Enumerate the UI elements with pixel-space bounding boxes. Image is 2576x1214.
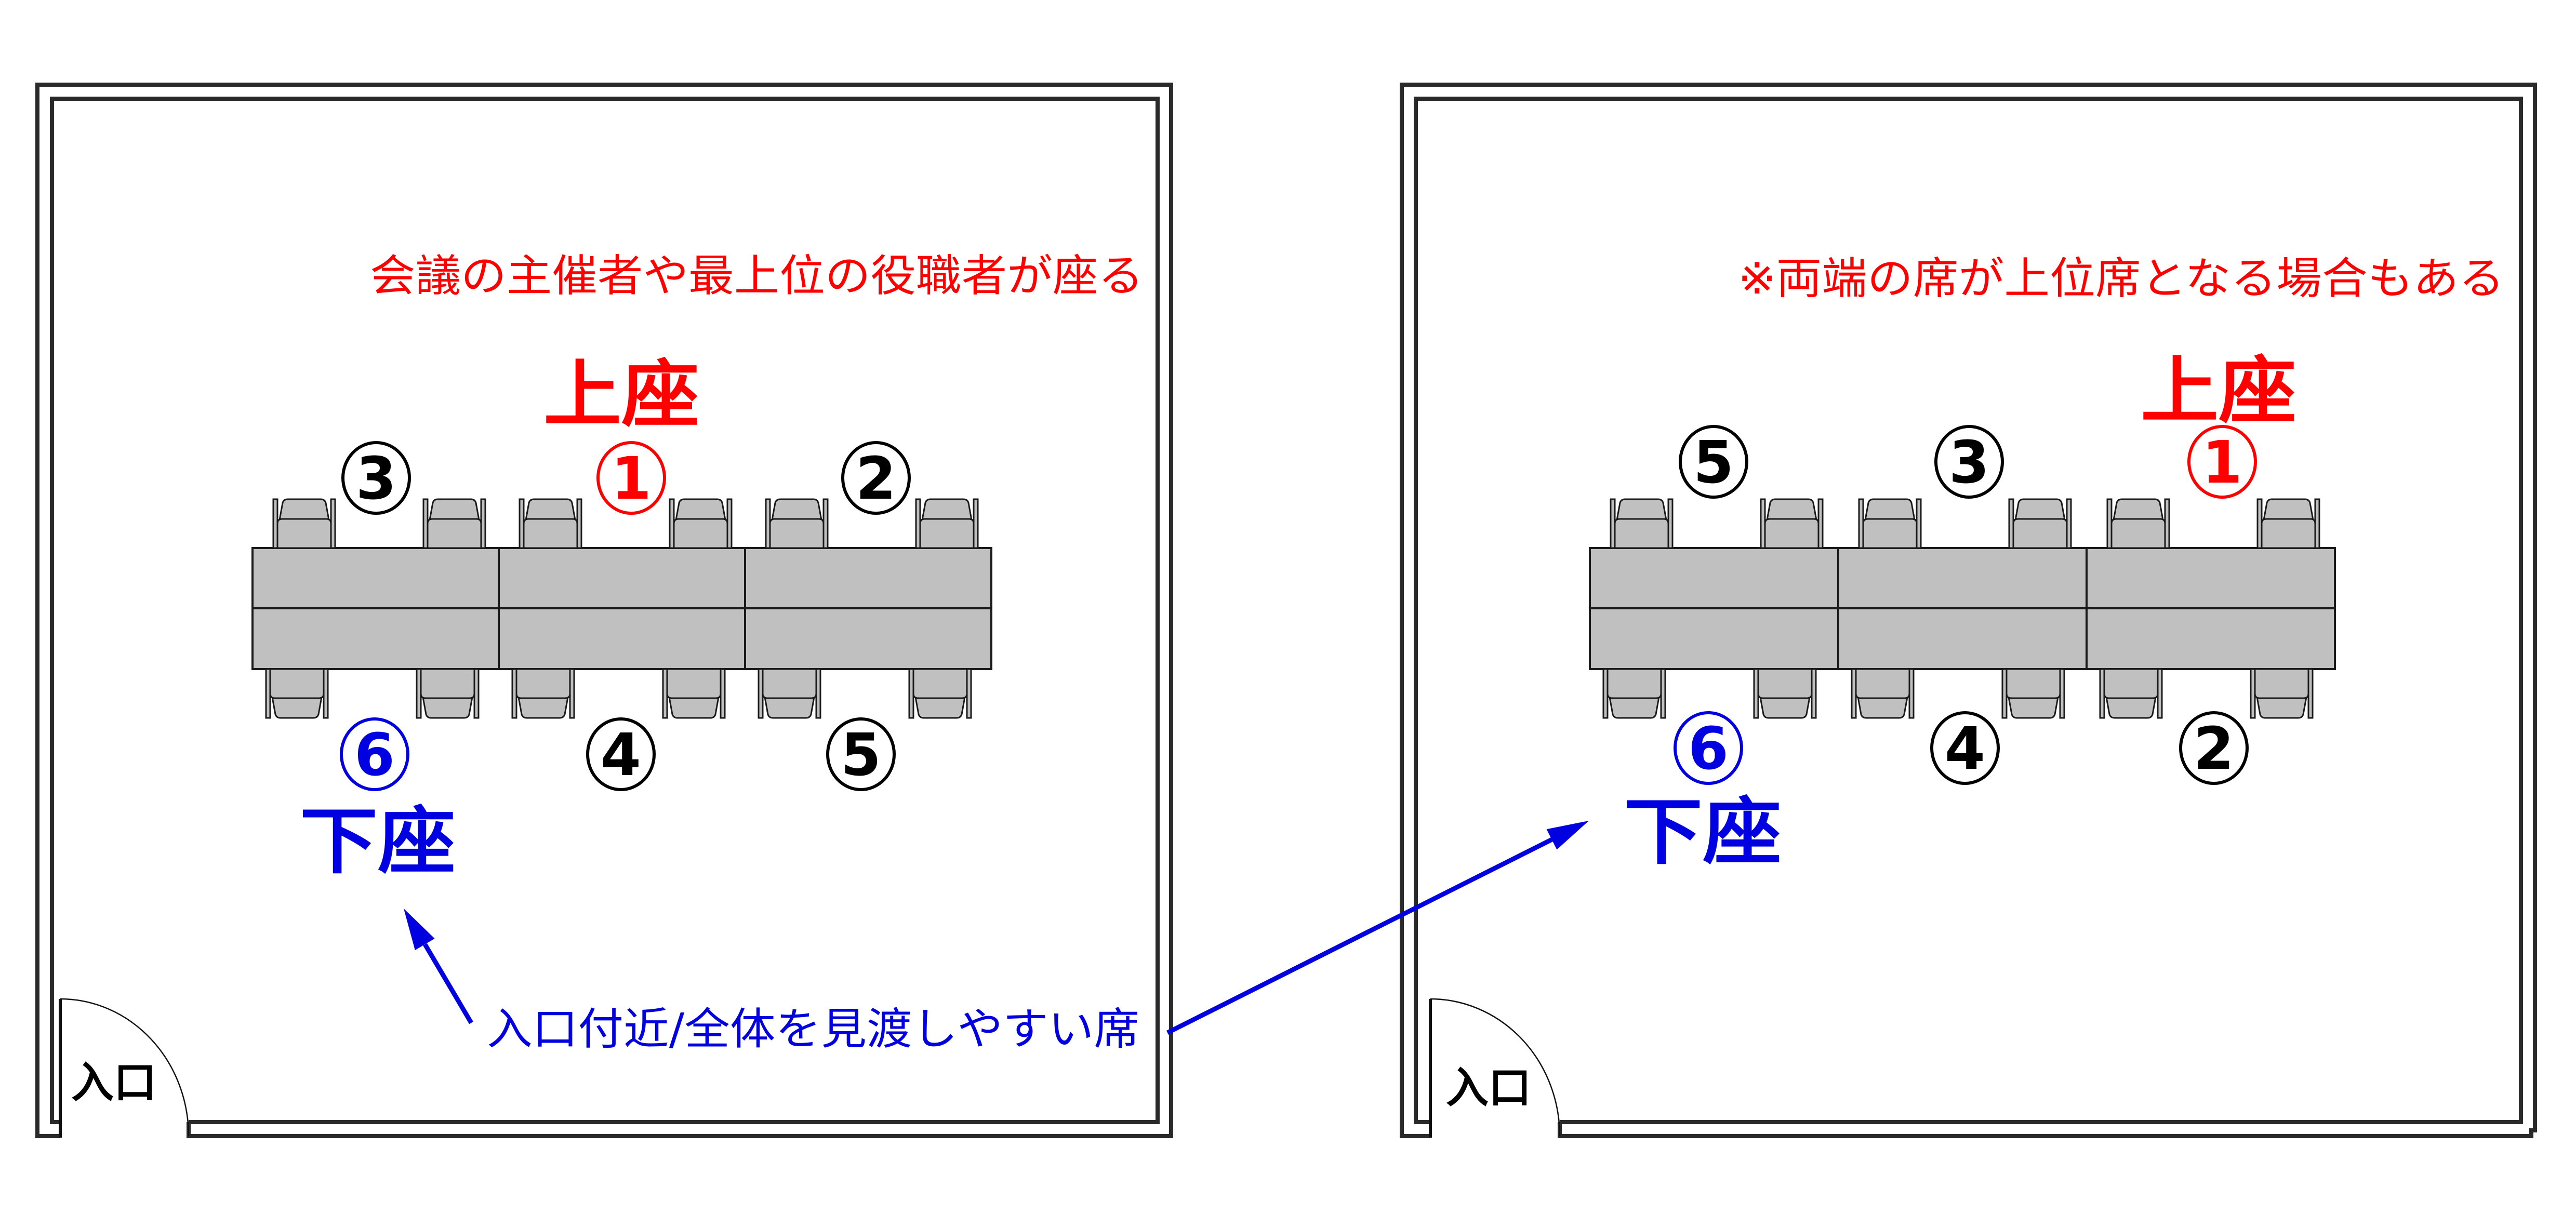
table-section xyxy=(251,547,500,609)
seat-rank-circle xyxy=(1934,425,2004,499)
seat-rank-number: 3 xyxy=(1949,429,1989,497)
seat-rank-marker: 2 xyxy=(841,441,911,515)
seat-rank-circle xyxy=(1679,425,1748,499)
seat-rank-circle xyxy=(826,717,896,791)
seat-rank-circle xyxy=(341,441,411,515)
seat-rank-number: 5 xyxy=(1693,429,1734,497)
chair-bottom xyxy=(265,668,329,719)
seat-rank-number: 2 xyxy=(856,445,896,513)
seat-rank-marker: 3 xyxy=(1934,425,2004,499)
seat-rank-marker: 2 xyxy=(2179,711,2249,785)
seat-rank-marker: 4 xyxy=(586,717,656,791)
seat-rank-number: 3 xyxy=(356,445,396,513)
room-note: 会議の主催者や最上位の役職者が座る xyxy=(370,250,1144,301)
lower-seat-label: 下座 xyxy=(1624,790,1782,875)
seat-rank-number: 6 xyxy=(1688,715,1729,783)
seat-rank-marker: 6 xyxy=(340,717,409,791)
chair-top xyxy=(2106,498,2170,549)
room-note: ※両端の席が上位席となる場合もある xyxy=(1738,253,2504,304)
room-right: 入口 ※両端の席が上位席となる場合もある 上座 下座 5 3 1 6 4 2 xyxy=(1400,83,2537,1138)
chair-bottom xyxy=(416,668,480,719)
room-left: 入口 会議の主催者や最上位の役職者が座る 上座 下座 3 1 2 6 4 5 xyxy=(35,83,1173,1138)
seat-rank-marker: 3 xyxy=(341,441,411,515)
chair-top xyxy=(765,498,829,549)
seat-rank-marker: 1 xyxy=(2187,425,2257,499)
table-section xyxy=(2086,607,2336,670)
chair-bottom xyxy=(2099,668,2163,719)
seat-rank-circle xyxy=(2179,711,2249,785)
chair-bottom xyxy=(2001,668,2065,719)
table-section xyxy=(1589,607,1839,670)
table-section xyxy=(1589,547,1839,609)
lower-seat-label: 下座 xyxy=(300,799,456,884)
seat-rank-marker: 1 xyxy=(596,441,666,515)
seat-rank-circle xyxy=(2187,425,2257,499)
chair-top xyxy=(1858,498,1922,549)
chair-bottom xyxy=(908,668,972,719)
chair-bottom xyxy=(662,668,726,719)
seat-rank-number: 1 xyxy=(611,445,652,513)
entrance-label: 入口 xyxy=(1446,1063,1531,1113)
seat-rank-circle xyxy=(586,717,656,791)
seat-rank-marker: 5 xyxy=(826,717,896,791)
chair-top xyxy=(2256,498,2320,549)
seat-rank-number: 4 xyxy=(1945,715,1985,783)
table-section xyxy=(744,607,992,670)
table-section xyxy=(251,607,500,670)
chair-bottom xyxy=(2250,668,2314,719)
seat-rank-marker: 5 xyxy=(1679,425,1748,499)
upper-seat-label: 上座 xyxy=(2141,349,2296,434)
annotation-text: 入口付近/全体を見渡しやすい席 xyxy=(487,1004,1139,1055)
seat-rank-number: 6 xyxy=(354,722,395,789)
chair-top xyxy=(422,498,486,549)
chair-top xyxy=(519,498,582,549)
arrow-to-right-lower-seat xyxy=(1166,821,1589,1035)
chair-bottom xyxy=(1851,668,1915,719)
seat-rank-circle xyxy=(841,441,911,515)
seat-rank-circle xyxy=(1674,711,1743,785)
arrow-to-left-lower-seat xyxy=(404,909,473,1024)
entrance-door xyxy=(59,998,190,1138)
seat-rank-circle xyxy=(1930,711,2000,785)
upper-seat-label: 上座 xyxy=(543,353,699,437)
seat-rank-number: 2 xyxy=(2194,715,2234,783)
chair-top xyxy=(915,498,979,549)
chair-bottom xyxy=(1753,668,1817,719)
table-section xyxy=(744,547,992,609)
seat-rank-marker: 6 xyxy=(1674,711,1743,785)
conference-table: 3 1 2 6 4 5 xyxy=(251,441,992,791)
chair-top xyxy=(2008,498,2072,549)
conference-table: 5 3 1 6 4 2 xyxy=(1589,425,2336,785)
annotation: 入口付近/全体を見渡しやすい席 xyxy=(404,821,1589,1055)
entrance-label: 入口 xyxy=(71,1058,156,1108)
chair-top xyxy=(272,498,336,549)
table-section xyxy=(498,547,746,609)
chair-bottom xyxy=(1602,668,1666,719)
table-section xyxy=(1837,607,2088,670)
table-section xyxy=(1837,547,2088,609)
seat-rank-circle xyxy=(340,717,409,791)
chair-bottom xyxy=(758,668,821,719)
chair-top xyxy=(1610,498,1674,549)
seat-rank-number: 4 xyxy=(601,722,641,789)
chair-top xyxy=(1760,498,1824,549)
seat-rank-circle xyxy=(596,441,666,515)
seat-rank-marker: 4 xyxy=(1930,711,2000,785)
seat-rank-number: 5 xyxy=(841,722,881,789)
entrance-door xyxy=(1429,998,1561,1138)
table-section xyxy=(2086,547,2336,609)
seat-rank-number: 1 xyxy=(2202,429,2242,497)
chair-bottom xyxy=(511,668,575,719)
table-section xyxy=(498,607,746,670)
chair-top xyxy=(669,498,733,549)
